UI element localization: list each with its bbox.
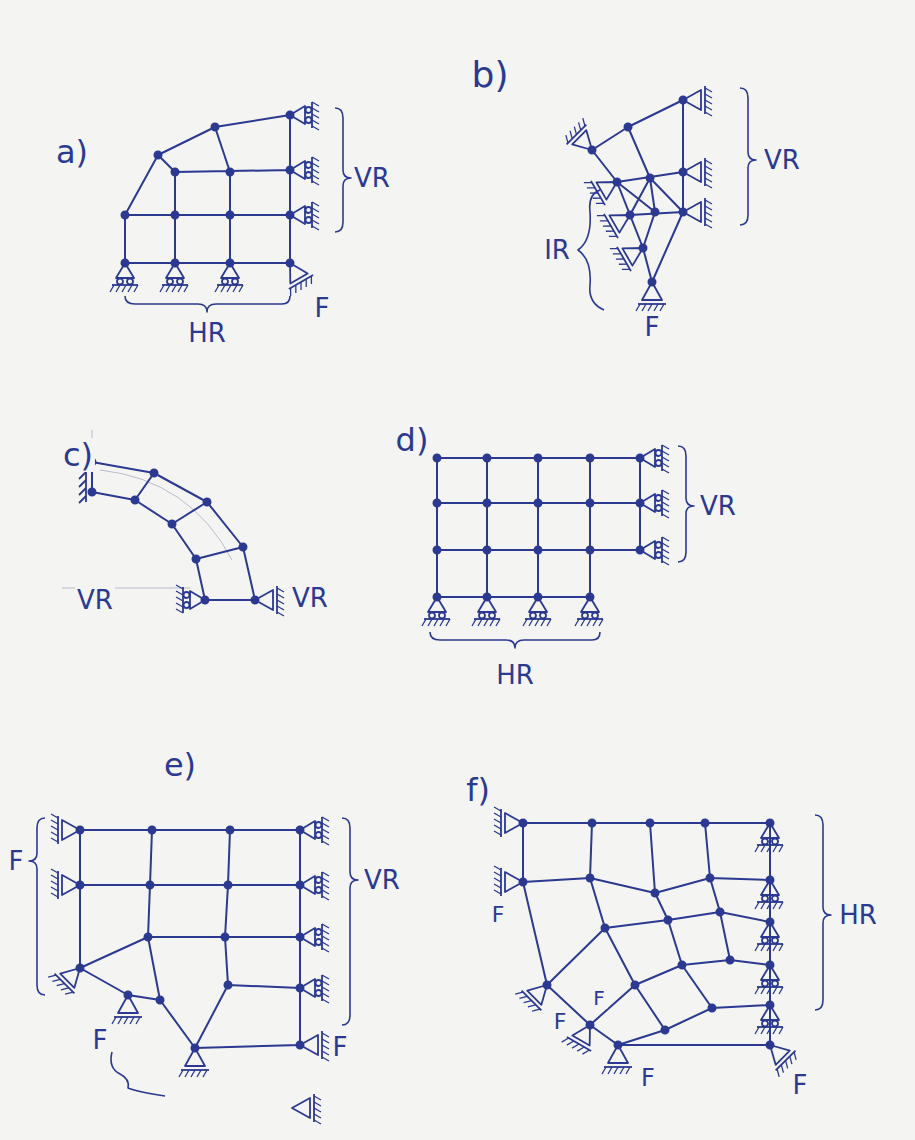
pin-support [51,814,80,844]
bracket [29,818,45,995]
roller-support [290,102,319,130]
pin-support [683,198,712,228]
roller-support [110,263,138,292]
roller-support [300,872,329,900]
pin-support [602,1045,632,1074]
panel-letter: d) [394,423,431,457]
roller-support [422,597,450,626]
roller-support [160,263,188,292]
support-group-label: HR [494,661,536,689]
roller-support [300,924,329,952]
pin-support [179,1048,209,1077]
mesh-c [62,430,284,616]
support-label: F [643,313,662,341]
mesh-lines [592,100,683,282]
panel-letter: c) [61,438,95,472]
mesh-b [562,86,756,311]
roller-support [575,597,603,626]
support-label: F [490,903,507,927]
support-group-label: VR [75,586,115,614]
pin-support [515,974,557,1016]
mesh-lines [437,458,640,597]
pin-support [48,957,90,999]
roller-support [755,965,783,994]
panel-letter: b) [470,56,511,94]
pin-support [494,866,523,896]
pin-support [683,86,712,116]
pin-support [112,995,142,1024]
support-label: F [639,1065,657,1091]
bracket [125,296,290,312]
bracket [111,1052,165,1096]
support-label: F [791,1071,810,1099]
support-label: F [313,294,332,322]
pin-support [51,869,80,899]
bracket [740,88,756,225]
bracket [678,446,694,562]
support-group-label: IR [542,236,572,264]
mesh-a [110,102,351,312]
bracket [335,108,351,232]
support-group-label: VR [698,492,738,520]
mesh-lines [523,823,770,1045]
roller-support [472,597,500,626]
pin-support [255,586,284,616]
roller-support [755,1005,783,1034]
bracket [578,190,604,310]
roller-support [300,975,329,1003]
mesh-f [494,807,831,1077]
mesh-lines [80,830,300,1048]
roller-support [290,202,319,230]
mesh-nodes [592,100,683,282]
support-group-label: HR [837,901,879,929]
pin-symbol [292,1094,321,1124]
panel-letter: a) [54,135,90,169]
roller-support [640,490,669,518]
roller-support [755,880,783,909]
mesh-d [422,445,694,648]
roller-support [640,537,669,565]
support-group-label: VR [290,584,330,612]
pin-support [276,256,316,296]
roller-support [523,597,551,626]
roller-support [215,263,243,292]
roller-support [755,823,783,852]
pin-support [494,807,523,837]
pin-support [610,234,650,274]
support-group-label: HR [186,319,228,347]
pin-support [300,1031,329,1061]
support-group-label: VR [762,146,802,174]
mesh-nodes [523,823,770,1045]
mesh-nodes [125,115,290,263]
panel-letter: e) [162,748,198,782]
roller-support [640,445,669,473]
bracket [815,815,831,1010]
pin-support [683,158,712,188]
pin-support [562,118,604,160]
roller-support [290,157,319,185]
mesh-nodes [437,458,640,597]
mesh-nodes [80,830,300,1048]
pin-support [597,201,637,241]
roller-support [300,817,329,845]
roller-support [176,585,205,613]
roller-support [755,922,783,951]
support-label: F [552,1010,569,1034]
mesh-e [29,814,358,1124]
bracket [342,818,358,1025]
mesh-nodes [92,462,255,600]
pin-support [636,282,666,311]
panel-letter: f) [464,773,492,807]
support-label: F [591,987,607,1009]
support-group-label: VR [352,164,392,192]
support-group-label: VR [362,866,402,894]
mesh-lines [92,462,255,600]
mesh-lines [125,115,290,263]
support-label: F [331,1033,350,1061]
support-group-label: F [91,1026,110,1054]
bracket [430,632,600,648]
support-group-label: F [7,847,26,875]
